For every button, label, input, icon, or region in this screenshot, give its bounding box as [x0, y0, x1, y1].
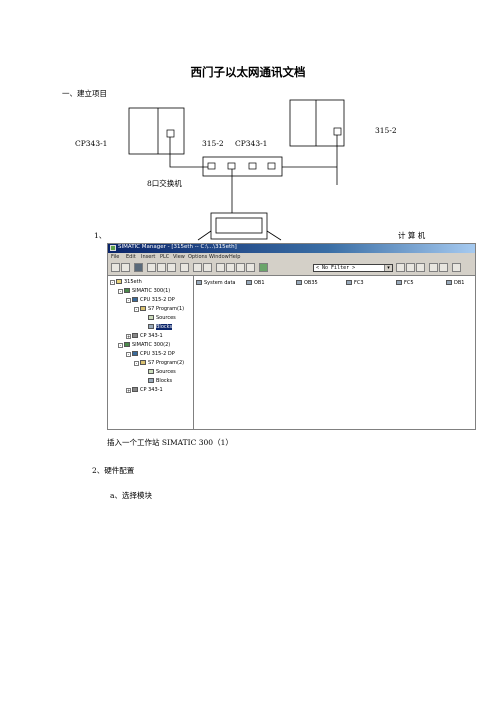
blocks-icon [148, 378, 154, 383]
netpro-icon[interactable] [406, 263, 415, 272]
label-step-1: 1、 [94, 231, 107, 240]
tree-node[interactable]: -S7 Program(1) [134, 306, 185, 312]
paste-icon[interactable] [167, 263, 176, 272]
program-icon [140, 360, 146, 365]
memory-card-icon[interactable] [429, 263, 438, 272]
object-view: System data OB1 OB35 FC3 FC5 DB1 [194, 276, 475, 429]
cpu-icon [132, 351, 138, 356]
offline-icon[interactable] [203, 263, 212, 272]
large-icons-icon[interactable] [216, 263, 225, 272]
new-project-icon[interactable] [111, 263, 120, 272]
tree-node-selected[interactable]: Blocks [148, 324, 173, 330]
tree-node[interactable]: -CPU 315-2 DP [126, 351, 175, 357]
computer-box [210, 212, 268, 240]
list-icon[interactable] [236, 263, 245, 272]
accessible-nodes-icon[interactable] [134, 263, 143, 272]
toolbar: < No Filter > ▾ [108, 261, 475, 276]
cut-icon[interactable] [147, 263, 156, 272]
menu-plc[interactable]: PLC [160, 254, 170, 260]
block-icon [296, 280, 302, 285]
tree-node[interactable]: Sources [148, 315, 176, 321]
sources-icon [148, 315, 154, 320]
copy-icon[interactable] [157, 263, 166, 272]
system-data-icon [196, 280, 202, 285]
project-tree: -315eth -SIMATIC 300(1) -CPU 315-2 DP -S… [108, 276, 194, 429]
chevron-down-icon[interactable]: ▾ [384, 265, 392, 271]
plc-right-port [333, 127, 342, 136]
download-icon[interactable] [180, 263, 189, 272]
block-icon [446, 280, 452, 285]
menu-options[interactable]: Options [188, 254, 208, 260]
section-heading-1: 一、建立项目 [62, 89, 107, 98]
simulation-icon[interactable] [396, 263, 405, 272]
tree-node[interactable]: Blocks [148, 378, 172, 384]
object-item[interactable]: FC3 [346, 280, 364, 286]
object-item[interactable]: System data [196, 280, 236, 286]
up-one-level-icon[interactable] [259, 263, 268, 272]
menu-view[interactable]: View [173, 254, 185, 260]
plc-left-box [128, 107, 185, 155]
menu-insert[interactable]: Insert [141, 254, 156, 260]
tree-node[interactable]: -SIMATIC 300(1) [118, 288, 171, 294]
block-icon [396, 280, 402, 285]
label-cp343-mid: CP343-1 [235, 139, 268, 148]
project-folder-icon [116, 279, 122, 284]
tree-node[interactable]: -SIMATIC 300(2) [118, 342, 171, 348]
switch-box [202, 156, 283, 177]
blocks-icon [148, 324, 154, 329]
tree-node[interactable]: -CPU 315-2 DP [126, 297, 175, 303]
plc-right-box [289, 99, 345, 147]
station-icon [124, 342, 130, 347]
tree-node[interactable]: -315eth [110, 279, 142, 285]
tree-node[interactable]: +CP 343-1 [126, 333, 163, 339]
filter-select[interactable]: < No Filter > ▾ [313, 264, 393, 272]
menu-help[interactable]: Help [229, 254, 241, 260]
object-item[interactable]: OB1 [246, 280, 265, 286]
tree-node[interactable]: -S7 Program(2) [134, 360, 185, 366]
online-icon[interactable] [193, 263, 202, 272]
label-315-mid: 315-2 [202, 139, 224, 148]
label-315-right: 315-2 [375, 126, 397, 135]
object-item[interactable]: FC5 [396, 280, 414, 286]
small-icons-icon[interactable] [226, 263, 235, 272]
simatic-manager-window: SIMATIC Manager - [315eth -- C:\...\315e… [107, 243, 476, 430]
cpu-icon [132, 297, 138, 302]
plc-left-port [166, 129, 175, 138]
menu-window[interactable]: Window [209, 254, 229, 260]
menu-edit[interactable]: Edit [126, 254, 136, 260]
filter-value: < No Filter > [316, 265, 356, 271]
program-icon [140, 306, 146, 311]
open-project-icon[interactable] [121, 263, 130, 272]
window-title: SIMATIC Manager - [315eth -- C:\...\315e… [118, 244, 237, 250]
sources-icon [148, 369, 154, 374]
section-heading-2a: a、选择模块 [110, 491, 152, 500]
label-computer: 计 算 机 [398, 231, 426, 240]
details-icon[interactable] [246, 263, 255, 272]
tree-node[interactable]: Sources [148, 369, 176, 375]
tree-node[interactable]: +CP 343-1 [126, 387, 163, 393]
cp-module-icon [132, 333, 138, 338]
document-title: 西门子以太网通讯文档 [190, 65, 306, 79]
cp-module-icon [132, 387, 138, 392]
block-icon [346, 280, 352, 285]
hardware-config-icon[interactable] [416, 263, 425, 272]
label-cp343-left: CP343-1 [75, 139, 108, 148]
label-switch: 8口交换机 [147, 179, 182, 188]
object-item[interactable]: DB1 [446, 280, 464, 286]
station-icon [124, 288, 130, 293]
window-titlebar: SIMATIC Manager - [315eth -- C:\...\315e… [108, 244, 475, 253]
object-item[interactable]: OB35 [296, 280, 318, 286]
menu-bar: File Edit Insert PLC View Options Window… [108, 253, 475, 261]
help-icon[interactable] [452, 263, 461, 272]
figure-caption: 插入一个工作站 SIMATIC 300（1） [107, 438, 233, 447]
menu-file[interactable]: File [111, 254, 120, 260]
window-arrange-icon[interactable] [439, 263, 448, 272]
app-icon [110, 245, 116, 251]
section-heading-2: 2、硬件配置 [92, 466, 135, 475]
block-icon [246, 280, 252, 285]
